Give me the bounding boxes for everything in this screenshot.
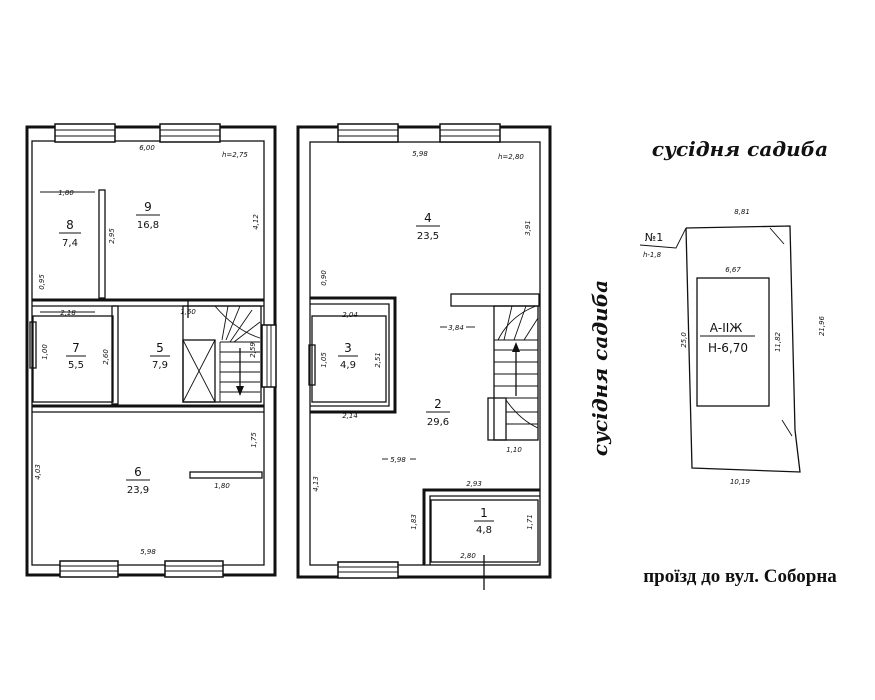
plan1-windows <box>54 123 277 578</box>
svg-text:9: 9 <box>144 200 152 214</box>
plan2-dim-middle: 5,98 <box>390 456 406 464</box>
svg-text:23,9: 23,9 <box>127 485 149 496</box>
site-top-caption: сусідня садиба <box>652 137 828 161</box>
svg-text:5,5: 5,5 <box>68 360 84 371</box>
plan1-dim-r6-right: 1,75 <box>250 432 258 448</box>
plan2-dim-r1-top: 2,93 <box>466 480 482 488</box>
plan2-windows <box>337 123 501 579</box>
svg-text:7,9: 7,9 <box>152 360 168 371</box>
plan1-room-7: 7 5,5 <box>66 341 86 371</box>
svg-text:2: 2 <box>434 397 442 411</box>
site-plot-boundary <box>685 225 801 473</box>
plan1-dim-top: 6,00 <box>139 144 155 152</box>
site-house-height: Н-6,70 <box>708 341 748 355</box>
plan2-ceiling-height: h=2,80 <box>498 153 524 161</box>
site-plot-no: №1 <box>645 231 663 244</box>
svg-text:23,5: 23,5 <box>417 231 439 242</box>
site-house-code: А-ІІЖ <box>710 321 743 335</box>
site-dim-bottom: 10,19 <box>730 478 751 486</box>
site-house-footprint <box>696 277 770 407</box>
plan1-room-6: 6 23,9 <box>126 465 150 496</box>
plan2-dim-hall-width: 3,84 <box>448 324 464 332</box>
plan2-dim-top: 5,98 <box>412 150 428 158</box>
plan2-dim-right-upper: 3,91 <box>524 220 532 236</box>
plan2-dim-r3-left: 1,05 <box>320 352 328 368</box>
plan1-dim-stair-width: 1,60 <box>180 308 196 316</box>
plan2-dim-stair-len: 1,10 <box>506 446 522 454</box>
plan2-room-4: 4 23,5 <box>416 211 440 242</box>
site-road-caption: проїзд до вул. Соборна <box>643 566 837 587</box>
plan1-dim-wall-89: 2,95 <box>108 228 116 244</box>
svg-text:4,9: 4,9 <box>340 360 356 371</box>
stair-arrow-icon <box>512 342 520 352</box>
svg-text:5: 5 <box>156 341 164 355</box>
plan2-dim-left-lower: 4,13 <box>312 476 320 492</box>
plan2-dim-r3-top: 2,04 <box>342 311 358 319</box>
svg-text:6: 6 <box>134 465 142 479</box>
plan2-room-1: 1 4,8 <box>474 506 494 536</box>
plan2-dim-left-upper: 0,90 <box>320 270 328 286</box>
svg-text:4,8: 4,8 <box>476 525 492 536</box>
plan-1: 6,00 h=2,75 1,80 0,95 2,95 4,12 2,18 1,0… <box>25 123 277 578</box>
svg-text:3: 3 <box>344 341 352 355</box>
plan1-dim-r6-left: 4,03 <box>34 464 42 480</box>
plan2-dim-r1-right: 1,71 <box>526 514 534 530</box>
plan1-room-8: 8 7,4 <box>59 218 81 249</box>
svg-text:4: 4 <box>424 211 432 225</box>
svg-text:7,4: 7,4 <box>62 238 78 249</box>
site-plot-height: h-1,8 <box>643 251 662 259</box>
plan1-dim-r7-top: 2,18 <box>60 309 76 317</box>
plan2-room-3: 3 4,9 <box>338 341 358 371</box>
plan2-outer-wall-outer <box>296 125 552 579</box>
site-dim-right: 21,96 <box>818 315 826 336</box>
plan1-dim-r6-partition: 1,80 <box>214 482 230 490</box>
stair-arrow-icon <box>236 386 244 396</box>
svg-text:7: 7 <box>72 341 80 355</box>
plan2-dim-r1-left: 1,83 <box>410 514 418 530</box>
plan1-dim-r8-width: 1,80 <box>58 189 74 197</box>
site-dim-left: 25,0 <box>680 332 688 348</box>
site-dim-house-width: 6,67 <box>725 266 741 274</box>
plan1-ceiling-height: h=2,75 <box>222 151 248 159</box>
plan1-room-9: 9 16,8 <box>136 200 160 231</box>
plan1-interior-walls <box>29 189 264 479</box>
plan1-dim-r7-right: 2,60 <box>102 349 110 365</box>
site-dim-house-length: 11,82 <box>774 331 782 352</box>
plan1-dim-r8-left: 0,95 <box>38 274 46 290</box>
plan1-dim-bottom: 5,98 <box>140 548 156 556</box>
svg-text:16,8: 16,8 <box>137 220 159 231</box>
plan1-room-5: 5 7,9 <box>150 341 170 371</box>
plan2-room-2: 2 29,6 <box>426 397 450 428</box>
svg-text:29,6: 29,6 <box>427 417 449 428</box>
site-side-caption: сусідня садиба <box>588 280 612 456</box>
plan2-dim-r1-bottom: 2,80 <box>460 552 476 560</box>
site-plan: сусідня садиба сусідня садиба проїзд до … <box>588 137 837 587</box>
plan1-dim-r7-side: 1,00 <box>41 344 49 360</box>
plan2-stairs <box>483 305 539 590</box>
plan-2: 5,98 h=2,80 3,91 0,90 2,04 1,05 2,51 2,1… <box>296 123 552 590</box>
site-dim-top: 8,81 <box>734 208 750 216</box>
plan1-dim-right: 4,12 <box>252 214 260 230</box>
svg-text:1: 1 <box>480 506 488 520</box>
plan2-dim-r3-right: 2,51 <box>374 352 382 368</box>
plan1-stairs <box>182 300 262 403</box>
plan2-dim-r3-bottom: 2,14 <box>342 412 358 420</box>
plan1-dim-stair-len: 2,59 <box>249 342 257 358</box>
svg-text:8: 8 <box>66 218 74 232</box>
